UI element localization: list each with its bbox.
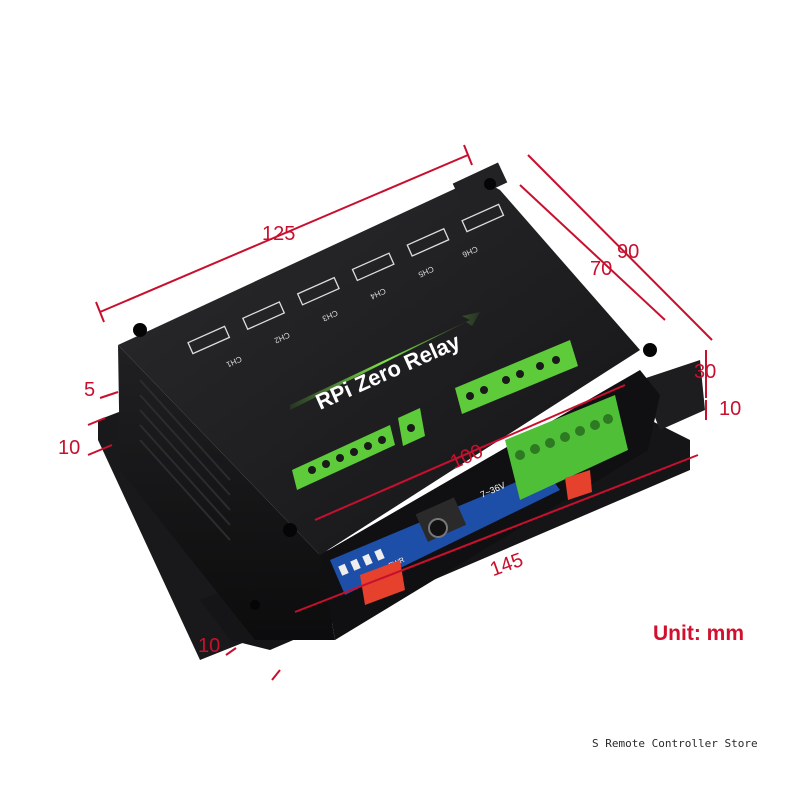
- top-terminal-labels: [292, 340, 578, 490]
- unit-label: Unit: mm: [653, 622, 744, 645]
- screw-hole-icon: [250, 600, 260, 610]
- store-watermark: S Remote Controller Store: [592, 737, 758, 750]
- pcb-edge: 7~36V PWR: [330, 470, 560, 595]
- screw-hole-icon: [643, 343, 657, 357]
- screw-terminal-block: [505, 395, 628, 500]
- screw-hole-icon: [484, 178, 496, 190]
- side-vents: [139, 379, 231, 541]
- dim-rail-offset-right: 10: [719, 398, 742, 420]
- dim-length: 125: [262, 223, 296, 245]
- screw-hole-icon: [133, 323, 147, 337]
- dimension-lines: [87, 144, 713, 681]
- dim-bottom-left: 10: [198, 635, 221, 657]
- din-clip: [360, 560, 405, 605]
- din-clip: [565, 470, 592, 500]
- dim-width-outer: 90: [617, 241, 640, 263]
- screw-hole-icon: [283, 523, 297, 537]
- dim-rail-top-left: 5: [84, 379, 96, 401]
- relay-channel-icons: [187, 203, 505, 355]
- dim-width-inner: 70: [590, 258, 613, 280]
- dim-height: 30: [694, 361, 717, 383]
- dim-rail-side-left: 10: [58, 437, 81, 459]
- dc-jack-icon: [428, 518, 448, 538]
